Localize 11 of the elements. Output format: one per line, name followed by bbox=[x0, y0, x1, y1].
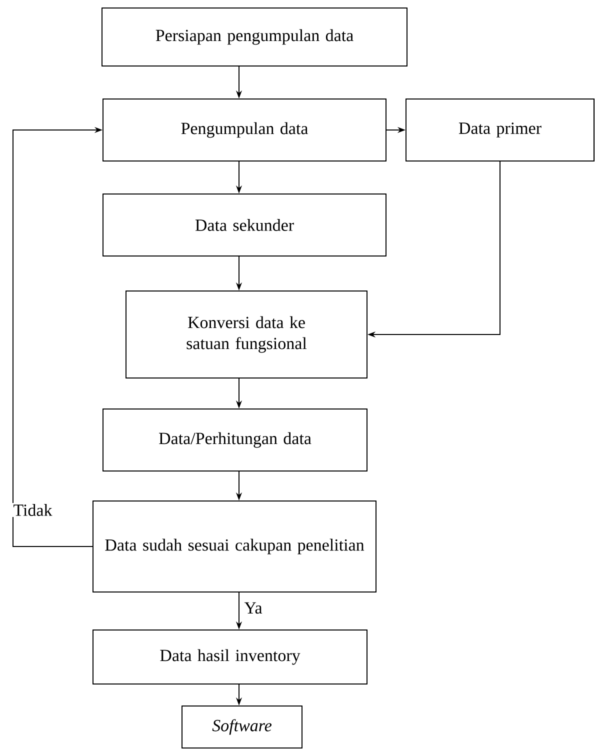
process-box: Data sekunder bbox=[102, 194, 386, 256]
process-box: Data primer bbox=[406, 98, 594, 162]
edge-label: Ya bbox=[243, 601, 264, 615]
process-box: Persiapan pengumpulan data bbox=[102, 8, 408, 66]
edge-label: Tidak bbox=[12, 503, 54, 517]
process-box: Data/Perhitungan data bbox=[102, 408, 368, 472]
process-box: Software bbox=[182, 706, 302, 748]
process-box: Data sudah sesuai cakupan penelitian bbox=[92, 500, 376, 592]
process-box: Konversi data ke satuan fungsional bbox=[126, 290, 368, 378]
process-box: Pengumpulan data bbox=[102, 98, 386, 162]
process-box: Data hasil inventory bbox=[92, 630, 368, 684]
